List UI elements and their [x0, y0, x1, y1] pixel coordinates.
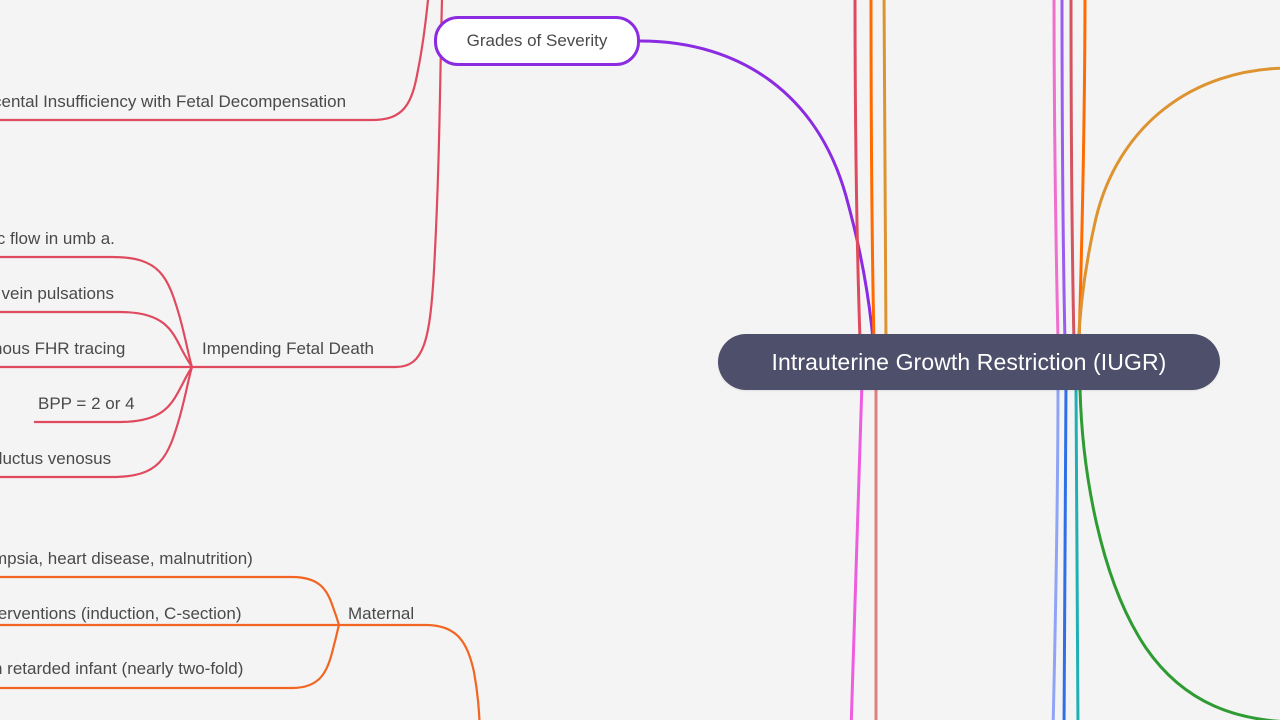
node-bpp-score[interactable]: BPP = 2 or 4 [38, 394, 135, 414]
edge-top-amber [882, 0, 888, 345]
edge-bottom-magenta [849, 381, 864, 720]
node-placental-insufficiency-label: cental Insufficiency with Fetal Decompen… [0, 92, 347, 111]
edge-grades-of-severity [639, 39, 877, 363]
edge-bottomright-teal [1074, 385, 1080, 720]
edge-bottomright-blue [1062, 383, 1068, 720]
edge-bottomright-periwinkle [1051, 381, 1060, 720]
edge-topright-pink [1052, 0, 1060, 341]
edge-topright-crimson [1069, 0, 1076, 345]
node-ominous-fhr-tracing-label: nous FHR tracing [0, 339, 126, 358]
node-ductus-venosus-label: ductus venosus [0, 449, 112, 468]
node-maternal-conditions[interactable]: mpsia, heart disease, malnutrition) [0, 549, 253, 569]
node-diastolic-flow-umb-a[interactable]: ic flow in umb a. [0, 229, 115, 249]
edge-topright-orange [1077, 0, 1087, 346]
node-growth-retarded-infant-label: h retarded infant (nearly two-fold) [0, 659, 244, 678]
edge-right-amber [1076, 66, 1280, 351]
node-bpp-score-label: BPP = 2 or 4 [38, 394, 135, 413]
node-maternal-label: Maternal [348, 604, 415, 623]
node-grades-of-severity-label: Grades of Severity [466, 31, 608, 50]
node-diastolic-flow-umb-a-label: ic flow in umb a. [0, 229, 115, 248]
node-placental-insufficiency[interactable]: cental Insufficiency with Fetal Decompen… [0, 92, 346, 112]
edge-topright-violet [1060, 0, 1067, 343]
edge-bottomright-green [1078, 387, 1280, 720]
node-umbilical-vein-pulsations-label: l vein pulsations [0, 284, 114, 303]
node-ductus-venosus[interactable]: ductus venosus [0, 449, 111, 469]
node-obstetric-interventions[interactable]: terventions (induction, C-section) [0, 604, 242, 624]
node-ominous-fhr-tracing[interactable]: nous FHR tracing [0, 339, 125, 359]
node-growth-retarded-infant[interactable]: h retarded infant (nearly two-fold) [0, 659, 243, 679]
root-node-label: Intrauterine Growth Restriction (IUGR) [771, 348, 1167, 375]
edge-top-crimson [853, 0, 862, 341]
node-maternal[interactable]: Maternal [348, 604, 414, 624]
edge-maternal-trunk [339, 623, 481, 720]
node-grades-of-severity[interactable]: Grades of Severity [434, 16, 640, 66]
node-maternal-conditions-label: mpsia, heart disease, malnutrition) [0, 549, 253, 568]
edge-top-orange [869, 0, 876, 343]
node-impending-fetal-death-label: Impending Fetal Death [202, 339, 374, 358]
root-node[interactable]: Intrauterine Growth Restriction (IUGR) [718, 334, 1220, 390]
node-obstetric-interventions-label: terventions (induction, C-section) [0, 604, 242, 623]
node-umbilical-vein-pulsations[interactable]: l vein pulsations [0, 284, 114, 304]
node-impending-fetal-death[interactable]: Impending Fetal Death [202, 339, 374, 359]
edge-impending-fetal-death-trunk [192, 0, 444, 369]
